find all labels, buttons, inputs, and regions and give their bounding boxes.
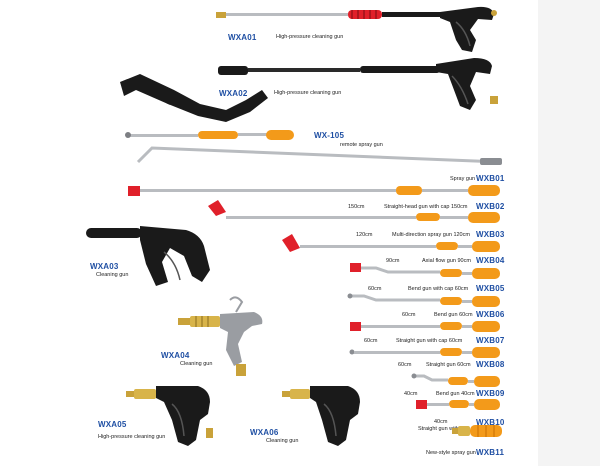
wxa03-code: WXA03 <box>90 262 119 271</box>
wxa01-code: WXA01 <box>228 33 257 42</box>
wxb05-length: 60cm <box>368 286 382 292</box>
wxb02-code: WXB02 <box>476 202 505 211</box>
wxb05-desc: Bend gun with cap 60cm <box>408 286 469 292</box>
wxb08-length: 60cm <box>398 362 412 368</box>
wxa02-desc: High-pressure cleaning gun <box>274 90 342 96</box>
wxa03-desc: Cleaning gun <box>96 272 129 278</box>
wxb09-desc: Bend gun 40cm <box>436 391 475 397</box>
wxb07-desc: Straight gun with cap 60cm <box>396 338 463 344</box>
page-edge <box>538 0 600 466</box>
wxb06-length: 60cm <box>402 312 416 318</box>
wxa05-desc: High-pressure cleaning gun <box>98 434 166 440</box>
wxb10-length: 40cm <box>434 419 448 425</box>
wxa04-code: WXA04 <box>161 351 190 360</box>
wxb04-length: 90cm <box>386 258 400 264</box>
wxa06-desc: Cleaning gun <box>266 438 299 444</box>
wxb01-desc: Spray gun <box>450 176 476 182</box>
wxb03-desc: Multi-direction spray gun 120cm <box>392 232 470 238</box>
wxb09-code: WXB09 <box>476 389 505 398</box>
wx105-desc: remote spray gun <box>340 142 383 148</box>
wxb04-desc: Axial flow gun 90cm <box>422 258 471 264</box>
wxa06-code: WXA06 <box>250 428 279 437</box>
wxb05-code: WXB05 <box>476 284 505 293</box>
wxa01-desc: High-pressure cleaning gun <box>276 34 344 40</box>
wxb08-desc: Straight gun 60cm <box>426 362 471 368</box>
wxb10-code: WXB10 <box>476 418 505 427</box>
wxb01-code: WXB01 <box>476 174 505 183</box>
wxb07-length: 60cm <box>364 338 378 344</box>
wxb07-code: WXB07 <box>476 336 505 345</box>
wxa02-code: WXA02 <box>219 89 248 98</box>
wxb04-code: WXB04 <box>476 256 505 265</box>
wxb06-code: WXB06 <box>476 310 505 319</box>
wxb11-code: WXB11 <box>476 448 505 457</box>
wxa04-desc: Cleaning gun <box>180 361 213 367</box>
wxb06-desc: Bend gun 60cm <box>434 312 473 318</box>
wx105-code: WX-105 <box>314 131 345 140</box>
wxb02-length: 150cm <box>348 204 365 210</box>
wxb09-length: 40cm <box>404 391 418 397</box>
wxb03-length: 120cm <box>356 232 373 238</box>
wxb03-code: WXB03 <box>476 230 505 239</box>
wxb02-desc: Straight-head gun with cap 150cm <box>384 204 468 210</box>
wxb10-desc: Straight gun with cap 40cm <box>418 426 485 432</box>
wxb08-code: WXB08 <box>476 360 505 369</box>
wxb11-desc: New-style spray gun <box>426 450 476 456</box>
wxa05-code: WXA05 <box>98 420 127 429</box>
